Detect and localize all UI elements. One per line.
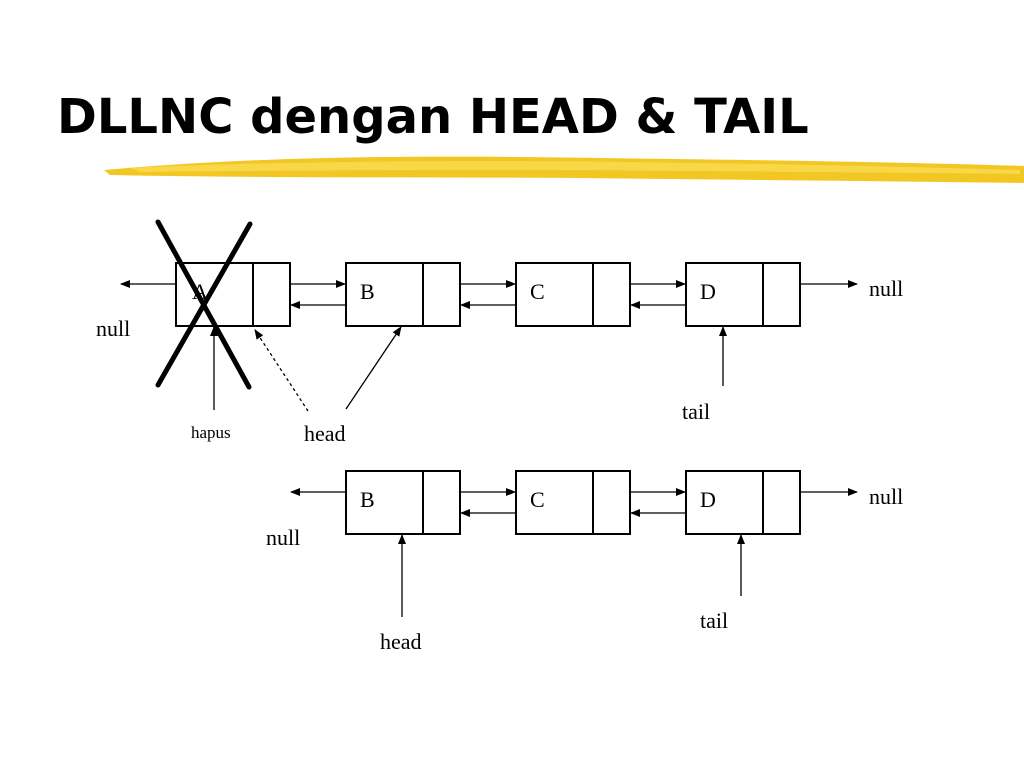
slide-title: DLLNC dengan HEAD & TAIL <box>57 89 809 145</box>
right-null-label: null <box>869 276 903 301</box>
highlight-brush-streak <box>130 161 1020 174</box>
node-b-after: B <box>345 470 461 535</box>
delete-cross-stroke-2 <box>155 221 253 388</box>
tail-label-after: tail <box>700 608 728 633</box>
node-c-label: C <box>530 279 545 304</box>
node-d-after: D <box>685 470 801 535</box>
node-c: C <box>515 262 631 327</box>
node-d-after-label: D <box>700 487 716 512</box>
node-d: D <box>685 262 801 327</box>
left-null-label: null <box>96 316 130 341</box>
new-head-pointer <box>345 326 402 410</box>
right-null-label-after: null <box>869 484 903 509</box>
list-before: A B C D null null <box>96 219 903 446</box>
node-c-after: C <box>515 470 631 535</box>
node-a-label: A <box>192 279 208 304</box>
list-after: B C D null null head tail <box>266 470 903 654</box>
node-b: B <box>345 262 461 327</box>
node-c-after-label: C <box>530 487 545 512</box>
hapus-label: hapus <box>191 423 231 442</box>
node-a: A <box>175 262 291 327</box>
old-head-pointer <box>254 329 309 412</box>
node-d-label: D <box>700 279 716 304</box>
node-b-label: B <box>360 279 375 304</box>
left-null-label-after: null <box>266 525 300 550</box>
tail-label-before: tail <box>682 399 710 424</box>
head-label-before: head <box>304 421 346 446</box>
head-label-after: head <box>380 629 422 654</box>
node-b-after-label: B <box>360 487 375 512</box>
